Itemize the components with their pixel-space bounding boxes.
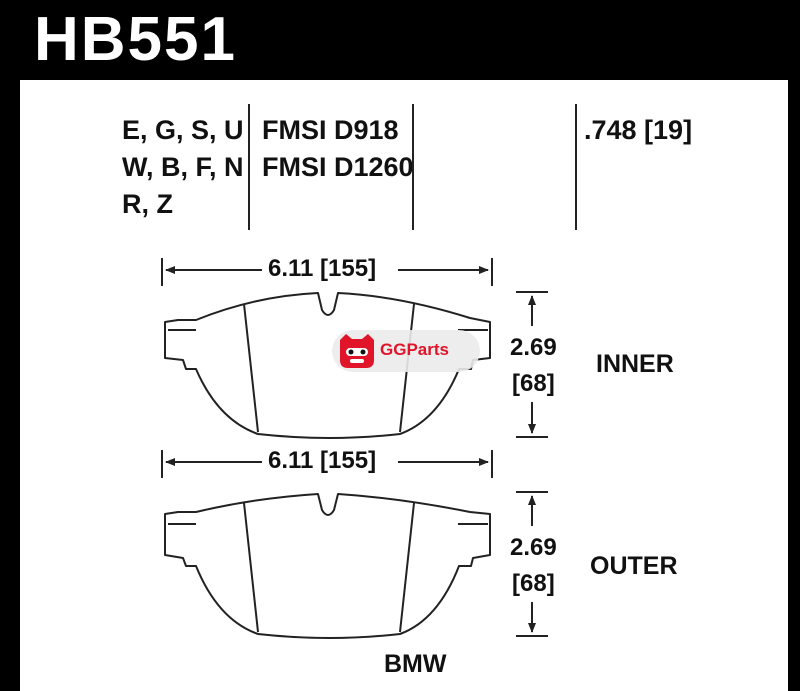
watermark-text: GGParts [380, 340, 449, 359]
outer-height-mm: [68] [512, 570, 555, 597]
fmsi-code-1: FMSI D918 [262, 115, 399, 145]
inner-width-label: 6.11 [155] [268, 255, 377, 282]
right-border [788, 80, 800, 691]
header-bar [0, 0, 800, 80]
divider [248, 104, 250, 230]
inner-pad-label: INNER [596, 350, 674, 378]
vehicle-label: BMW [384, 650, 447, 678]
outer-width-label: 6.11 [155] [268, 447, 377, 474]
outer-pad-label: OUTER [590, 552, 678, 580]
outer-height-dimension [516, 491, 548, 637]
compound-line-3: R, Z [122, 189, 173, 219]
left-border [0, 80, 20, 691]
divider [412, 104, 414, 230]
compound-line-2: W, B, F, N [122, 152, 244, 182]
outer-width-dimension [161, 450, 493, 478]
fmsi-code-2: FMSI D1260 [262, 152, 414, 182]
inner-height-mm: [68] [512, 370, 555, 397]
compound-line-1: E, G, S, U [122, 115, 244, 145]
part-number: HB551 [34, 5, 237, 74]
outer-pad-outline [164, 493, 491, 639]
thickness-value: .748 [19] [584, 115, 693, 145]
inner-width-dimension [161, 258, 493, 286]
inner-height-dimension [516, 291, 548, 438]
outer-height-inches: 2.69 [510, 534, 557, 561]
divider [575, 104, 577, 230]
inner-height-inches: 2.69 [510, 334, 557, 361]
